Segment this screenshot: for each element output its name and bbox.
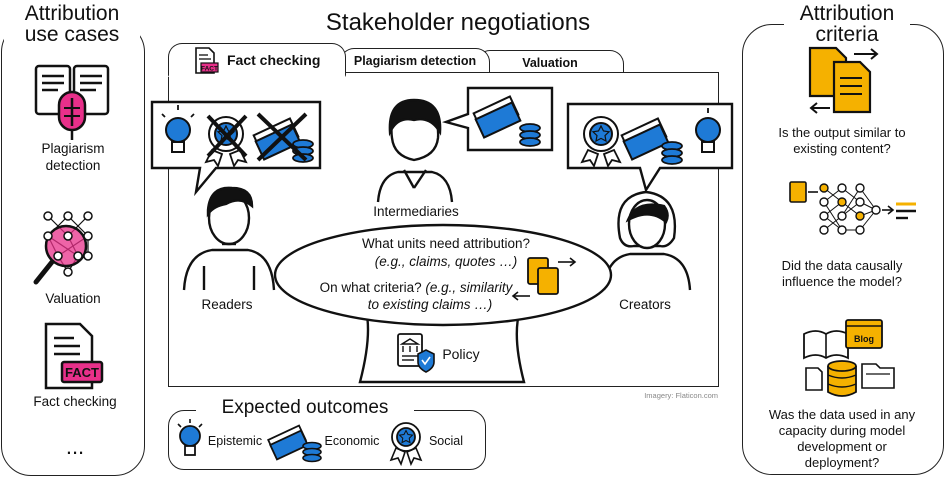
stakeholder-title: Stakeholder negotiations <box>294 10 622 36</box>
criteria-ellipse <box>273 223 613 327</box>
criterion-causal: Did the data causally influence the mode… <box>742 258 942 290</box>
use-cases-title: Attribution use cases <box>4 3 140 45</box>
money-icon-crossed <box>252 112 314 163</box>
policy-label: Policy <box>442 346 480 362</box>
stakeholder-creators: Creators <box>619 297 671 312</box>
question-units: What units need attribution? <box>361 236 531 251</box>
tab-plagiarism-detection[interactable]: Plagiarism detection <box>340 48 490 73</box>
use-case-plagiarism: Plagiarism detection <box>41 141 105 173</box>
criterion-usage-line3: development or <box>797 439 887 454</box>
criterion-usage-line2: capacity during model <box>778 423 906 438</box>
imagery-credit: Imagery: Flaticon.com <box>644 391 718 400</box>
criterion-causal-line2: influence the model? <box>782 274 902 289</box>
intermediary-speech-bubble <box>442 86 554 152</box>
intermediary-person-icon <box>376 98 454 203</box>
stakeholder-intermediaries: Intermediaries <box>373 204 459 219</box>
outcome-epistemic: Epistemic <box>207 434 263 448</box>
tab-valuation[interactable]: Valuation <box>476 50 624 73</box>
plagiarism-icon <box>34 64 110 140</box>
criterion-usage: Was the data used in any capacity during… <box>742 407 942 471</box>
criteria-title: Attribution criteria <box>784 3 910 45</box>
policy-icon <box>397 333 435 373</box>
question-criteria-row: On what criteria? (e.g., similarity <box>296 279 536 296</box>
use-cases-title-line1: Attribution <box>24 2 120 25</box>
outcome-social: Social <box>428 434 464 448</box>
stakeholder-readers: Readers <box>201 297 253 312</box>
bulb-icon <box>161 105 195 153</box>
copy-docs-icon <box>511 257 577 301</box>
economic-money-icon <box>267 424 322 463</box>
criterion-usage-line4: deployment? <box>804 455 880 470</box>
causal-network-icon <box>789 181 916 235</box>
social-badge-icon <box>389 422 423 467</box>
readers-speech-bubble <box>150 100 322 197</box>
question-criteria-example-b: to existing claims …) <box>367 297 493 312</box>
use-cases-more: ... <box>65 434 85 459</box>
outcome-economic: Economic <box>324 434 380 448</box>
use-case-valuation: Valuation <box>45 291 101 306</box>
creators-speech-bubble <box>566 102 734 193</box>
criterion-similarity-line1: Is the output similar to <box>778 125 906 140</box>
tab-fact-checking[interactable]: FACT Fact checking <box>168 43 346 77</box>
valuation-network-icon <box>33 211 93 285</box>
outcomes-box <box>168 410 486 470</box>
outcomes-title: Expected outcomes <box>196 398 414 418</box>
data-sources-icon: Blog <box>803 319 895 397</box>
criterion-causal-line1: Did the data causally <box>781 258 903 273</box>
creator-person-icon <box>602 190 692 291</box>
use-case-fact-checking: Fact checking <box>33 394 117 409</box>
criterion-similarity: Is the output similar to existing conten… <box>742 125 942 157</box>
question-criteria-example-a: (e.g., similarity <box>425 280 513 295</box>
blog-label: Blog <box>854 334 874 344</box>
similar-docs-icon <box>808 46 879 114</box>
reader-person-icon <box>182 186 276 291</box>
criterion-usage-line1: Was the data used in any <box>768 407 916 422</box>
fact-icon-text: FACT <box>65 365 99 380</box>
criteria-title-line2: criteria <box>815 23 879 46</box>
badge-icon-crossed <box>204 114 248 169</box>
criterion-similarity-line2: existing content? <box>793 141 891 156</box>
fact-document-icon: FACT <box>195 47 219 74</box>
question-criteria: On what criteria? <box>319 280 422 295</box>
epistemic-bulb-icon <box>177 419 203 456</box>
criteria-title-line1: Attribution <box>799 2 895 25</box>
fact-tab-icon-text: FACT <box>201 66 218 73</box>
fact-document-icon: FACT <box>44 322 104 390</box>
tab-fact-checking-label: Fact checking <box>227 52 321 68</box>
question-units-example: (e.g., claims, quotes …) <box>374 254 518 269</box>
use-cases-title-line2: use cases <box>24 23 120 46</box>
